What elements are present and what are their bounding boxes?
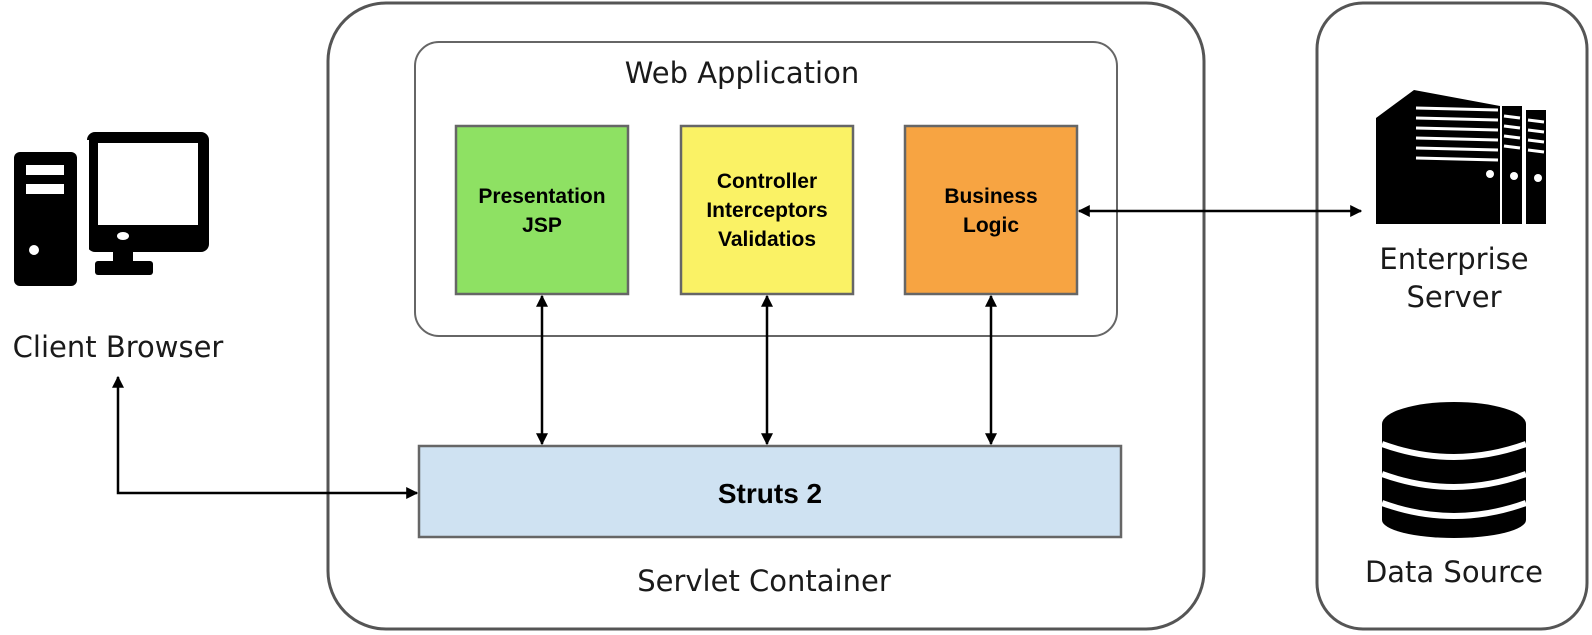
business-logic-label-line2: Logic — [963, 214, 1019, 237]
enterprise-server-label-line2: Server — [1406, 280, 1501, 314]
external-systems-box — [1315, 1, 1589, 631]
controller-label-line3: Validatios — [718, 228, 816, 251]
web-application-label: Web Application — [625, 56, 859, 90]
controller-label-line2: Interceptors — [706, 199, 827, 222]
business-logic-box — [903, 124, 1079, 296]
struts-box — [417, 444, 1123, 539]
desktop-computer-icon — [14, 132, 209, 286]
controller-box — [679, 124, 855, 296]
servlet-container-label: Servlet Container — [637, 564, 891, 598]
struts-label: Struts 2 — [718, 478, 822, 509]
controller-label-line1: Controller — [717, 170, 817, 193]
presentation-box — [454, 124, 630, 296]
enterprise-server-label-line1: Enterprise — [1379, 242, 1528, 276]
server-building-icon — [1376, 90, 1546, 224]
data-source-label: Data Source — [1365, 555, 1543, 589]
servlet-container-box — [326, 1, 1206, 631]
presentation-label-line1: Presentation — [478, 185, 605, 208]
business-logic-label-line1: Business — [944, 185, 1037, 208]
client-struts-arrow — [112, 375, 419, 499]
presentation-label-line2: JSP — [522, 214, 562, 237]
client-browser-label: Client Browser — [13, 330, 224, 364]
database-icon — [1380, 402, 1528, 538]
